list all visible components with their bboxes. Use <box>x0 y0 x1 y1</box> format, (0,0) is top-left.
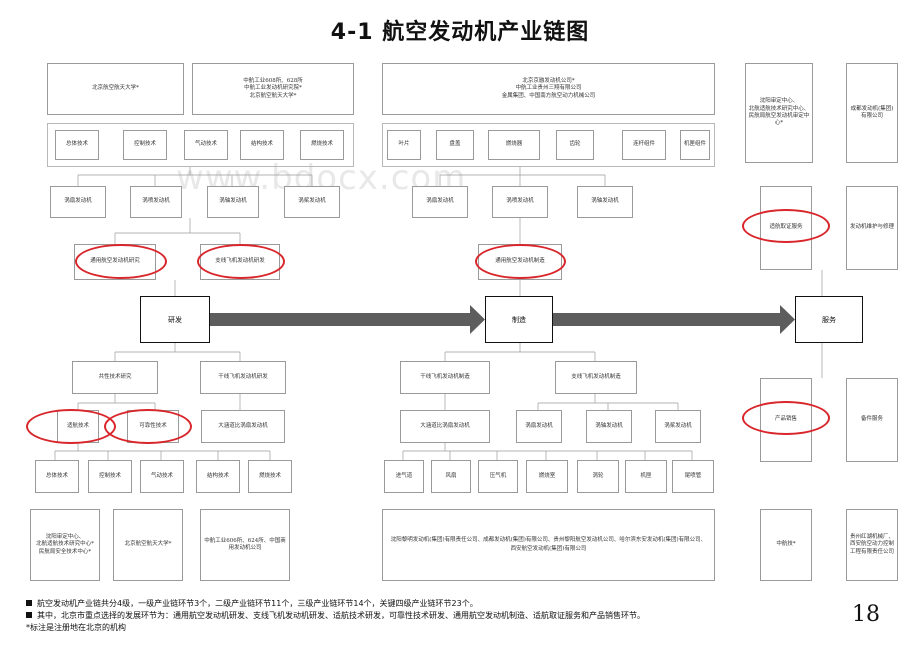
highlight-ellipse <box>475 244 566 279</box>
research-tech-group <box>47 123 354 167</box>
engine-box: 涡喷发动机 <box>130 186 182 218</box>
component-box: 机匣 <box>625 460 667 493</box>
highlight-ellipse <box>197 244 285 279</box>
page-number: 18 <box>852 602 880 627</box>
trunk-engine-manufacture-box: 干线飞机发动机制造 <box>400 361 490 394</box>
part-box: 叶片 <box>387 130 421 160</box>
note-line: 其中，北京市重点选择的发展环节为：通用航空发动机研发、支线飞机发动机研发、适航技… <box>26 610 645 622</box>
engine-box: 涡轴发动机 <box>207 186 259 218</box>
component-box: 压气机 <box>478 460 518 493</box>
engine-box: 涡扇发动机 <box>50 186 106 218</box>
tech-box: 燃烧技术 <box>248 460 292 493</box>
institution-box: 成都发动机(集团) 有限公司 <box>846 63 898 163</box>
component-box: 进气道 <box>384 460 424 493</box>
component-box: 涡轮 <box>577 460 619 493</box>
note-line: 航空发动机产业链共分4级，一级产业链环节3个，二级产业链环节11个，三级产业链环… <box>26 598 645 610</box>
trunk-engine-research-box: 干线飞机发动机研发 <box>200 361 286 394</box>
institution-box: 中航工业606所、624所、中国商 用发动机公司 <box>200 509 290 581</box>
large-bypass-engine-box: 大涵道比涡扇发动机 <box>400 410 490 443</box>
part-box: 连杆组件 <box>622 130 666 160</box>
hub-manufacture: 制造 <box>485 296 553 343</box>
part-box: 盘盖 <box>436 130 474 160</box>
tech-box: 控制技术 <box>123 130 167 160</box>
part-box: 燃烧器 <box>488 130 540 160</box>
tech-box: 气动技术 <box>184 130 228 160</box>
tech-box: 结构技术 <box>196 460 240 493</box>
tech-box: 总体技术 <box>55 130 99 160</box>
highlight-ellipse <box>75 244 167 279</box>
institution-box: 贵州红湖机械厂、 西安航空动力控制 工程有限责任公司 <box>846 509 898 581</box>
component-box: 燃烧室 <box>526 460 568 493</box>
maintenance-service-box: 发动机维护与修理 <box>846 186 898 270</box>
spare-parts-service-box: 备件服务 <box>846 378 898 462</box>
institution-box: 北京航空航天大学* <box>113 509 183 581</box>
part-box: 机匣组件 <box>680 130 710 160</box>
highlight-ellipse <box>742 401 830 435</box>
footnotes: 航空发动机产业链共分4级，一级产业链环节3个，二级产业链环节11个，三级产业链环… <box>26 598 645 634</box>
tech-box: 气动技术 <box>140 460 184 493</box>
tech-box: 总体技术 <box>35 460 79 493</box>
highlight-ellipse <box>26 409 116 444</box>
tech-box: 控制技术 <box>88 460 132 493</box>
engine-box: 涡桨发动机 <box>655 410 701 443</box>
large-bypass-engine-box: 大涵道比涡扇发动机 <box>201 410 285 443</box>
component-box: 风扇 <box>431 460 471 493</box>
engine-box: 涡轴发动机 <box>586 410 632 443</box>
institution-box: 沈阳黎明发动机(集团)有限责任公司、成都发动机(集团)有限公司、贵州黎阳航空发动… <box>382 509 715 581</box>
component-box: 尾喷管 <box>672 460 714 493</box>
part-box: 齿轮 <box>556 130 594 160</box>
hub-research: 研发 <box>140 296 210 343</box>
highlight-ellipse <box>104 409 192 444</box>
manufacture-parts-group <box>382 123 715 167</box>
institution-box: 沈阳审定中心、 北航适航技术研究中心、 民航局航空发动机审定中心* <box>745 63 813 163</box>
engine-box: 涡轴发动机 <box>577 186 633 218</box>
institution-box: 北京京融发动机公司* 中航工业贵州三翔有限公司 金属集团、中国南方航空动力机械公… <box>382 63 715 115</box>
engine-box: 涡桨发动机 <box>284 186 340 218</box>
bullet-square-icon <box>26 612 32 618</box>
branch-engine-manufacture-box: 支线飞机发动机制造 <box>555 361 637 394</box>
page-title: 4-1 航空发动机产业链图 <box>330 20 590 45</box>
institution-box: 中航工业608所、628所 中航工业发动机研究院* 北京航空航天大学* <box>192 63 354 115</box>
tech-box: 结构技术 <box>240 130 284 160</box>
highlight-ellipse <box>742 209 830 243</box>
institution-box: 北京航空航天大学* <box>47 63 184 115</box>
common-tech-research-box: 共性技术研究 <box>72 361 158 394</box>
bullet-square-icon <box>26 600 32 606</box>
engine-box: 涡扇发动机 <box>412 186 468 218</box>
hub-service: 服务 <box>795 296 863 343</box>
institution-box: 沈阳审定中心、 北航适航技术研究中心* 民航局安全技术中心* <box>30 509 100 581</box>
note-line: *标注是注册地在北京的机构 <box>26 623 126 632</box>
engine-box: 涡喷发动机 <box>492 186 548 218</box>
institution-box: 中航技* <box>760 509 812 581</box>
tech-box: 燃烧技术 <box>300 130 344 160</box>
engine-box: 涡扇发动机 <box>516 410 562 443</box>
